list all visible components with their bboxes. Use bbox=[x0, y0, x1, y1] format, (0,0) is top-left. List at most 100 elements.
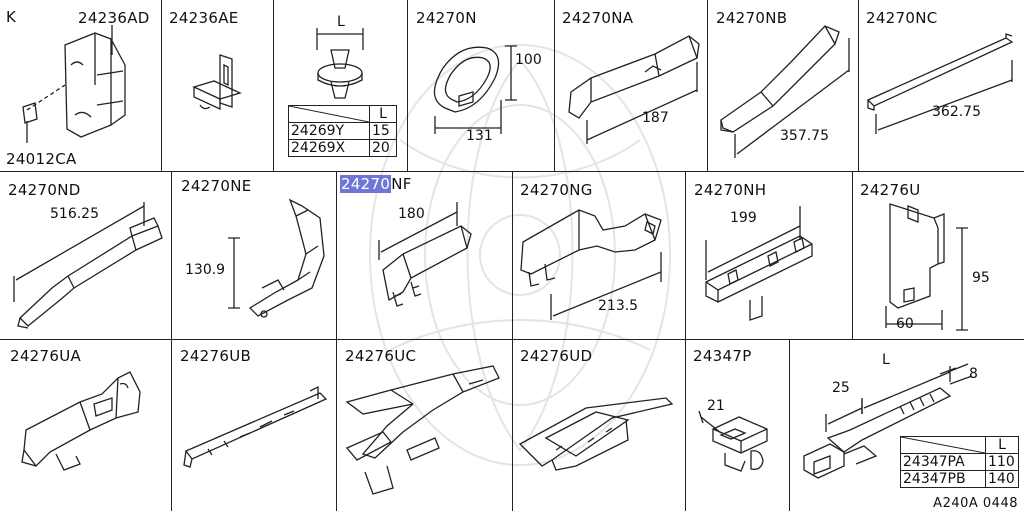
part-code-24270n: 24270N bbox=[416, 9, 477, 27]
diagonal-divider bbox=[901, 437, 985, 453]
part-code-24270nd: 24270ND bbox=[8, 181, 81, 199]
dim-24347p-width: 21 bbox=[707, 398, 725, 414]
protector-24270ng-drawing bbox=[515, 200, 675, 330]
table-row: 24347PB 140 bbox=[900, 470, 1019, 488]
tie-header-dim-top: L bbox=[882, 352, 890, 368]
watermark-emblem bbox=[369, 44, 671, 466]
dim-24270ne-height: 130.9 bbox=[185, 262, 226, 278]
dim-24270n-width: 131 bbox=[466, 128, 493, 144]
dim-24270ng-length: 213.5 bbox=[598, 298, 639, 314]
cell-24270nf bbox=[337, 172, 513, 340]
bracket-24276ud-drawing bbox=[516, 394, 676, 474]
part-code-24270nh: 24270NH bbox=[694, 181, 767, 199]
clip-spec-header-corner bbox=[288, 105, 370, 123]
cell-24276u bbox=[853, 172, 1024, 340]
cell-24276ud bbox=[513, 340, 686, 511]
tie-spec-header-dim: L bbox=[985, 436, 1019, 454]
part-code-24276uc: 24276UC bbox=[345, 347, 417, 365]
part-code-24236ae: 24236AE bbox=[169, 9, 239, 27]
cell-clip-table bbox=[274, 0, 408, 172]
clip-spec-table: L 24269Y 15 24269X 20 bbox=[288, 105, 397, 157]
clip-spec-header-dim: L bbox=[369, 105, 397, 123]
part-code-24270na: 24270NA bbox=[562, 9, 634, 27]
cell-24347p bbox=[686, 340, 790, 511]
protector-24270nd-drawing bbox=[12, 196, 167, 336]
dim-24270nf-length: 180 bbox=[398, 206, 425, 222]
loop-24270n-drawing bbox=[425, 38, 525, 138]
clip-row-code: 24269Y bbox=[288, 122, 370, 140]
cable-tie-drawing bbox=[800, 362, 980, 482]
bracket-24276uc-drawing bbox=[343, 362, 508, 502]
protector-24270nh-drawing bbox=[700, 200, 820, 325]
part-code-24270nf-suffix: NF bbox=[391, 175, 412, 193]
bracket-24276ua-drawing bbox=[20, 368, 155, 488]
tie-row-value: 140 bbox=[985, 470, 1019, 488]
part-code-24347p: 24347P bbox=[693, 347, 752, 365]
tie-row-value: 110 bbox=[985, 453, 1019, 471]
cell-24236ae bbox=[162, 0, 274, 172]
cell-24276ub bbox=[172, 340, 337, 511]
tie-spec-table: L 24347PA 110 24347PB 140 bbox=[900, 436, 1019, 488]
clip-spec-header: L bbox=[288, 105, 397, 123]
protector-24270nc-drawing bbox=[866, 30, 1016, 140]
clip-row-value: 15 bbox=[369, 122, 397, 140]
dim-24270nh-length: 199 bbox=[730, 210, 757, 226]
part-code-24270ne: 24270NE bbox=[181, 177, 252, 195]
dim-tie-width: 8 bbox=[969, 366, 978, 382]
part-code-24270nc: 24270NC bbox=[866, 9, 938, 27]
tie-spec-header-corner bbox=[900, 436, 986, 454]
clip-header-dim-top: L bbox=[337, 14, 345, 30]
clip-l-drawing bbox=[305, 28, 380, 103]
dim-24270n-height: 100 bbox=[515, 52, 542, 68]
bracket-24236ae-drawing bbox=[190, 55, 250, 125]
cell-24276uc bbox=[337, 340, 513, 511]
tie-spec-header: L bbox=[900, 436, 1019, 454]
cell-24270nh bbox=[686, 172, 853, 340]
part-code-24276ua: 24276UA bbox=[10, 347, 82, 365]
part-code-24270nf-highlight[interactable]: 24270 bbox=[340, 175, 392, 193]
bracket-24236ad-drawing bbox=[15, 25, 155, 155]
dim-24270nd-length: 516.25 bbox=[50, 206, 99, 222]
dim-24270na-length: 187 bbox=[642, 110, 669, 126]
part-code-24270nb: 24270NB bbox=[716, 9, 788, 27]
table-row: 24347PA 110 bbox=[900, 453, 1019, 471]
diagonal-divider bbox=[289, 106, 369, 122]
cell-24270ng bbox=[513, 172, 686, 340]
cell-24270nc bbox=[859, 0, 1024, 172]
dim-24270nc-length: 362.75 bbox=[932, 104, 981, 120]
clip-row-value: 20 bbox=[369, 139, 397, 157]
protector-24270ne-drawing bbox=[228, 196, 333, 326]
cell-24270na bbox=[555, 0, 708, 172]
cell-24270n bbox=[408, 0, 555, 172]
cell-24270nd bbox=[0, 172, 172, 340]
part-code-24276u: 24276U bbox=[860, 181, 921, 199]
part-code-24270nf: 24270NF bbox=[340, 175, 412, 193]
part-code-24012ca: 24012CA bbox=[6, 150, 77, 168]
dim-24270nb-length: 357.75 bbox=[780, 128, 829, 144]
cell-24236ad bbox=[0, 0, 162, 172]
table-row: 24269X 20 bbox=[288, 139, 397, 157]
dim-tie-head: 25 bbox=[832, 380, 850, 396]
table-row: 24269Y 15 bbox=[288, 122, 397, 140]
tie-row-code: 24347PB bbox=[900, 470, 986, 488]
clip-24347p-drawing bbox=[695, 405, 780, 480]
clip-row-code: 24269X bbox=[288, 139, 370, 157]
protector-24270nf-drawing bbox=[375, 196, 485, 316]
bracket-24276u-drawing bbox=[878, 198, 983, 333]
part-code-24236ad: 24236AD bbox=[78, 9, 150, 27]
cell-24270ne bbox=[172, 172, 337, 340]
part-code-24276ub: 24276UB bbox=[180, 347, 252, 365]
part-code-24270ng: 24270NG bbox=[520, 181, 593, 199]
section-letter: K bbox=[6, 8, 17, 26]
cell-24270nb bbox=[708, 0, 859, 172]
protector-24270na-drawing bbox=[565, 32, 705, 147]
bracket-24276ub-drawing bbox=[180, 375, 330, 475]
dim-24276u-width: 60 bbox=[896, 316, 914, 332]
protector-24270nb-drawing bbox=[715, 22, 855, 162]
tie-row-code: 24347PA bbox=[900, 453, 986, 471]
part-code-24276ud: 24276UD bbox=[520, 347, 593, 365]
dim-24276u-height: 95 bbox=[972, 270, 990, 286]
drawing-reference: A240A 0448 bbox=[933, 496, 1018, 511]
cell-24276ua bbox=[0, 340, 172, 511]
